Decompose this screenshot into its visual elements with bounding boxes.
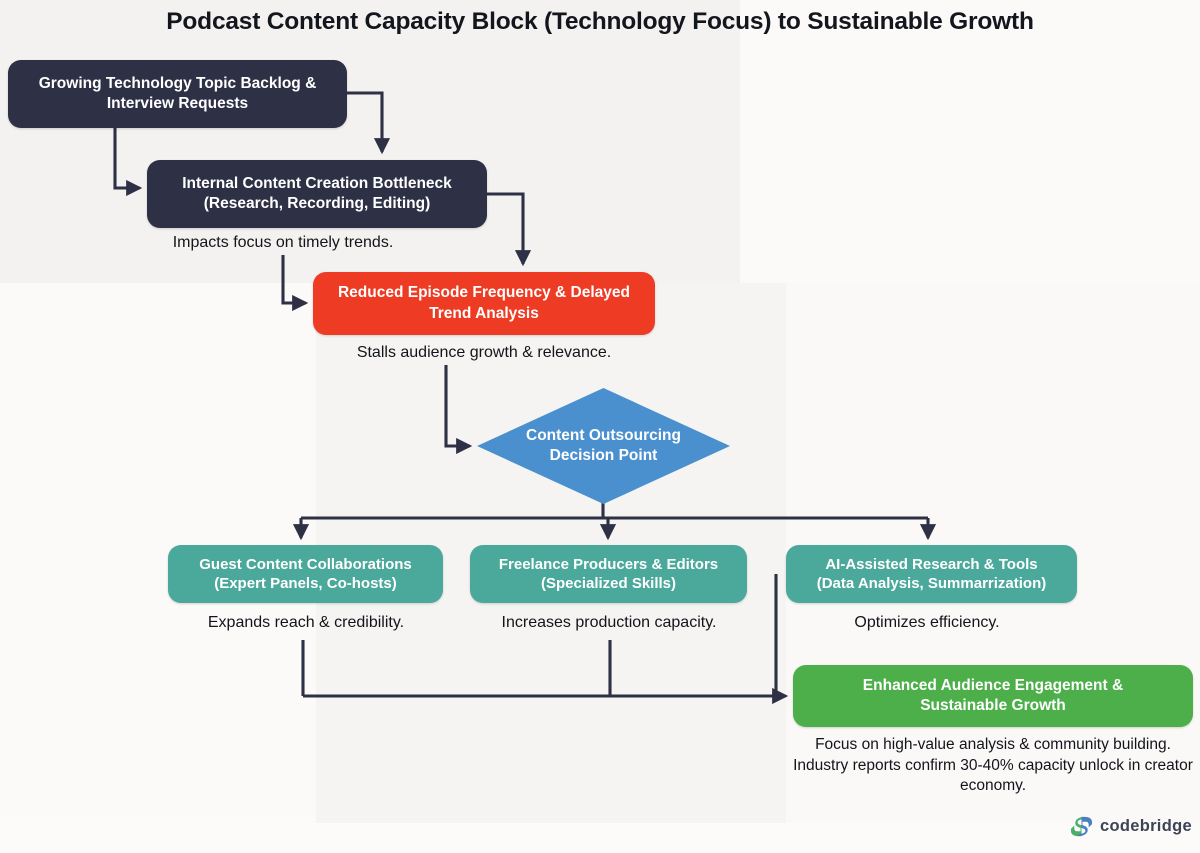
diamond-shape xyxy=(477,388,730,504)
edge-label-increases: Increases production capacity. xyxy=(501,614,717,631)
node-outsourcing-decision[interactable]: Content Outsourcing Decision Point xyxy=(477,388,730,504)
edge-reduced-to-decision xyxy=(444,365,473,455)
edge-label-footnote: Focus on high-value analysis & community… xyxy=(793,736,1193,795)
background-panel xyxy=(740,0,1200,283)
node-growing-backlog[interactable]: Growing Technology Topic Backlog & Inter… xyxy=(8,60,347,128)
node-freelance-producers[interactable]: Freelance Producers & Editors (Specializ… xyxy=(470,545,747,603)
edge-backlog-to-bottleneck-top xyxy=(347,91,391,155)
node-content-bottleneck[interactable]: Internal Content Creation Bottleneck (Re… xyxy=(147,160,487,228)
codebridge-logo: codebridge xyxy=(1070,815,1192,838)
edge-backlog-to-bottleneck-left xyxy=(113,127,143,197)
node-enhanced-engagement[interactable]: Enhanced Audience Engagement & Sustainab… xyxy=(793,665,1193,727)
edge-bottleneck-to-reduced-left xyxy=(281,255,309,312)
edge-label-stalls: Stalls audience growth & relevance. xyxy=(356,344,612,361)
edge-label-impacts: Impacts focus on timely trends. xyxy=(172,234,394,251)
edge-label-optimizes: Optimizes efficiency. xyxy=(854,614,1000,631)
edge-bottleneck-to-reduced-top xyxy=(487,192,532,267)
page-title: Podcast Content Capacity Block (Technolo… xyxy=(166,8,1034,35)
node-guest-collaborations[interactable]: Guest Content Collaborations (Expert Pan… xyxy=(168,545,443,603)
background-panel xyxy=(0,823,1200,853)
edge-label-expands: Expands reach & credibility. xyxy=(207,614,405,631)
node-ai-assisted-research[interactable]: AI-Assisted Research & Tools (Data Analy… xyxy=(786,545,1077,603)
codebridge-logo-icon xyxy=(1070,816,1093,837)
node-reduced-episode-frequency[interactable]: Reduced Episode Frequency & Delayed Tren… xyxy=(313,272,655,335)
codebridge-logo-text: codebridge xyxy=(1100,817,1192,835)
